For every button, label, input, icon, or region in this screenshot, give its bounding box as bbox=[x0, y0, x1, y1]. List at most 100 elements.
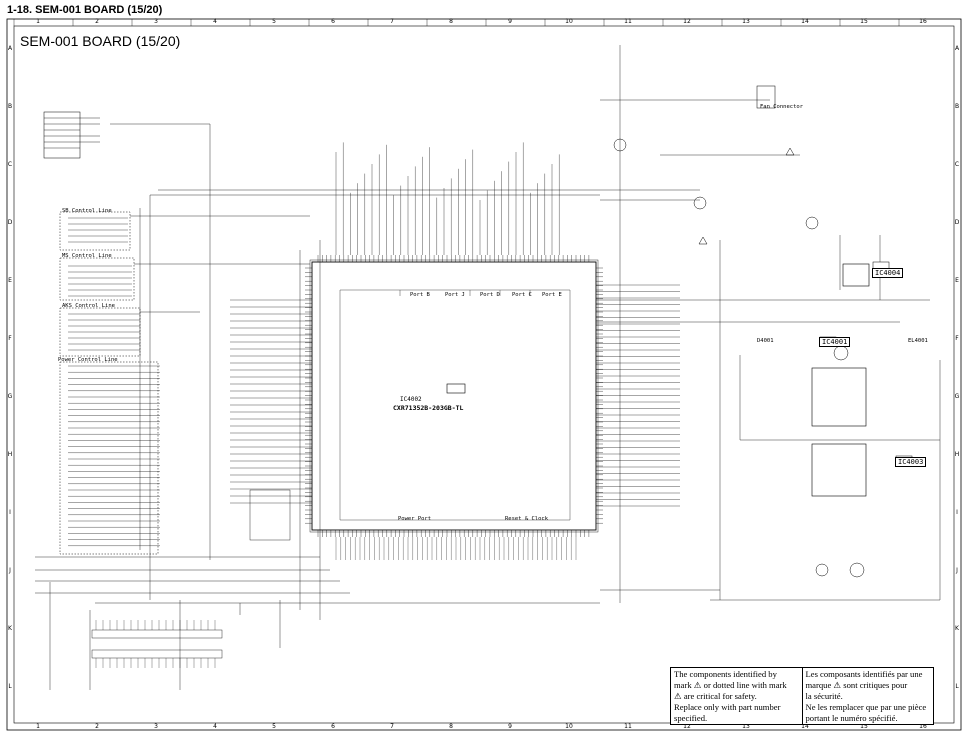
column-number: 7 bbox=[390, 723, 394, 730]
transistor-q2 bbox=[693, 196, 707, 210]
power-control-label: Power Control Line bbox=[58, 357, 118, 363]
row-letter: I bbox=[9, 509, 11, 516]
ic4003-body bbox=[811, 443, 867, 497]
el4001-label: EL4001 bbox=[908, 338, 928, 344]
ic4002-ref-box bbox=[446, 383, 466, 394]
safety-note-french: Les composants identifiés par une marque… bbox=[801, 668, 934, 724]
row-letter: L bbox=[8, 683, 12, 690]
safety-note: The components identified by mark ⚠ or d… bbox=[670, 667, 934, 725]
row-letter: K bbox=[955, 625, 960, 632]
caution-icon bbox=[698, 236, 708, 245]
row-letter: E bbox=[955, 277, 959, 284]
resistor-array-1 bbox=[91, 629, 223, 639]
column-number: 4 bbox=[213, 18, 217, 25]
column-number: 11 bbox=[624, 723, 632, 730]
row-letter: G bbox=[955, 393, 960, 400]
transistor-q6 bbox=[833, 345, 849, 361]
row-letter: A bbox=[955, 45, 960, 52]
power-control-group bbox=[59, 361, 159, 555]
column-number: 5 bbox=[272, 723, 276, 730]
column-number: 7 bbox=[390, 18, 394, 25]
column-number: 15 bbox=[860, 18, 868, 25]
ms-control-group bbox=[59, 257, 135, 301]
row-letter: B bbox=[955, 103, 959, 110]
column-number: 12 bbox=[683, 723, 691, 730]
column-number: 2 bbox=[95, 723, 99, 730]
row-letter: D bbox=[955, 219, 960, 226]
column-number: 12 bbox=[683, 18, 691, 25]
row-letter: L bbox=[955, 683, 959, 690]
reset-clock-label: Reset & Clock bbox=[505, 516, 549, 522]
ic4001-label: IC4001 bbox=[819, 337, 851, 347]
column-number: 2 bbox=[95, 18, 99, 25]
port-e-label: Port E bbox=[542, 292, 562, 298]
outer-frame bbox=[6, 18, 962, 731]
column-number: 13 bbox=[742, 18, 750, 25]
port-j-label: Port J bbox=[445, 292, 465, 298]
column-number: 16 bbox=[919, 18, 927, 25]
row-letter: H bbox=[8, 451, 13, 458]
column-number: 1 bbox=[36, 18, 40, 25]
ic4002-body bbox=[311, 261, 597, 531]
column-number: 3 bbox=[154, 18, 158, 25]
row-letter: J bbox=[8, 567, 11, 574]
caution-icon bbox=[785, 147, 795, 156]
column-number: 8 bbox=[449, 723, 453, 730]
column-number: 10 bbox=[565, 723, 573, 730]
column-number: 6 bbox=[331, 18, 335, 25]
column-number: 11 bbox=[624, 18, 632, 25]
ic4002-part-number: CXR71352B-203GB-TL bbox=[393, 404, 464, 412]
board-title: SEM-001 BOARD (15/20) bbox=[20, 33, 181, 49]
row-letter: A bbox=[8, 45, 13, 52]
d4001-label: D4001 bbox=[757, 338, 774, 344]
column-number: 9 bbox=[508, 723, 512, 730]
column-number: 9 bbox=[508, 18, 512, 25]
sb-control-label: SB Control Line bbox=[62, 208, 112, 214]
column-number: 5 bbox=[272, 18, 276, 25]
ms-control-label: MS Control Line bbox=[62, 253, 112, 259]
ic4004-body bbox=[842, 263, 870, 287]
column-number: 4 bbox=[213, 723, 217, 730]
transistor-q5 bbox=[849, 562, 865, 578]
fan-connector bbox=[756, 85, 776, 109]
column-number: 15 bbox=[860, 723, 868, 730]
aks-control-label: AKS Control Line bbox=[62, 303, 115, 309]
port-d-label: Port D bbox=[480, 292, 500, 298]
row-letter: F bbox=[955, 335, 959, 342]
row-letter: K bbox=[8, 625, 13, 632]
transistor-q1 bbox=[613, 138, 627, 152]
page-header: 1-18. SEM-001 BOARD (15/20) bbox=[7, 4, 163, 16]
row-letter: H bbox=[955, 451, 960, 458]
left-connector-box bbox=[43, 111, 81, 159]
column-number: 10 bbox=[565, 18, 573, 25]
resistor-array-2 bbox=[91, 649, 223, 659]
column-number: 1 bbox=[36, 723, 40, 730]
ic4003-label: IC4003 bbox=[895, 457, 927, 467]
ic4004-label: IC4004 bbox=[872, 268, 904, 278]
column-number: 6 bbox=[331, 723, 335, 730]
row-letter: G bbox=[8, 393, 13, 400]
column-number: 14 bbox=[801, 723, 809, 730]
port-c-label: Port C bbox=[512, 292, 532, 298]
power-port-label: Power Port bbox=[398, 516, 432, 522]
inner-frame bbox=[13, 25, 955, 724]
ic4001-body bbox=[811, 367, 867, 427]
sb-control-group bbox=[59, 211, 131, 251]
row-letter: D bbox=[8, 219, 13, 226]
transistor-q4 bbox=[815, 563, 829, 577]
column-number: 3 bbox=[154, 723, 158, 730]
aks-control-group bbox=[59, 307, 141, 357]
column-number: 13 bbox=[742, 723, 750, 730]
row-letter: B bbox=[8, 103, 12, 110]
row-letter: J bbox=[955, 567, 958, 574]
transistor-q3 bbox=[805, 216, 819, 230]
row-letter: C bbox=[955, 161, 959, 168]
port-b-label: Port B bbox=[410, 292, 430, 298]
row-letter: E bbox=[8, 277, 12, 284]
column-ticks: 1122334455667788991010111112121313141415… bbox=[13, 18, 927, 730]
safety-note-english: The components identified by mark ⚠ or d… bbox=[674, 669, 787, 723]
row-letter: C bbox=[8, 161, 12, 168]
ic4002-ref: IC4002 bbox=[400, 396, 422, 403]
